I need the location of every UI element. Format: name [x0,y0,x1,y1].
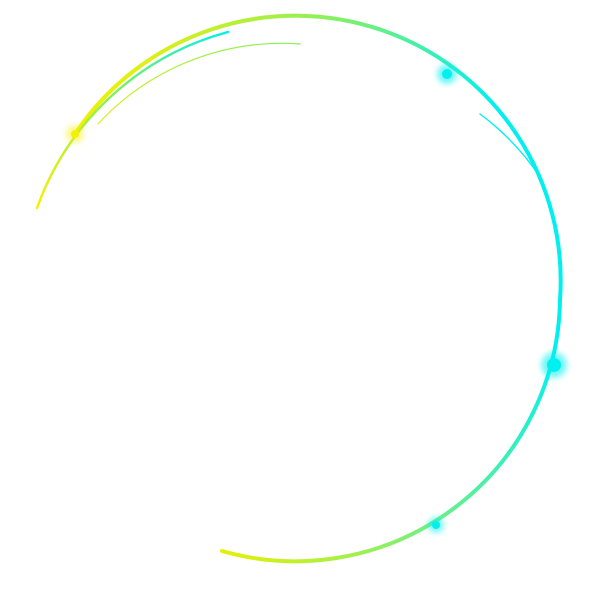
thin-gradient-arc [97,42,301,125]
outer-gradient-arc [35,30,230,210]
thin-cyan-arc [479,113,543,181]
gradient-ring-lower [220,298,562,564]
glow-dot-cyan-top [437,64,457,84]
gradient-ring [73,13,563,302]
glow-dot-cyan-bottom [428,517,444,533]
glow-dot-yellow [66,125,84,143]
glow-dot-cyan-right [541,352,567,378]
